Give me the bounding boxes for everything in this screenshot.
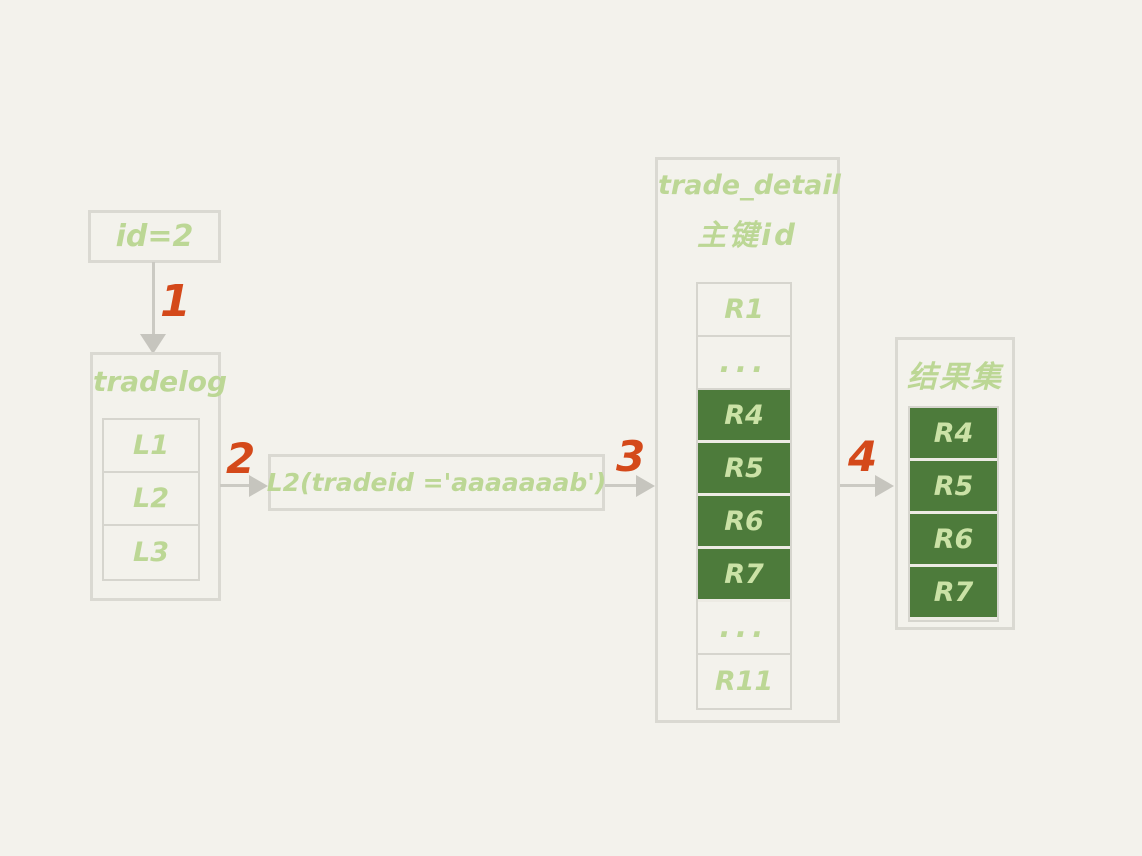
trade-detail-row: R11: [714, 666, 774, 697]
trade-detail-row-ellipsis: ...: [698, 337, 790, 390]
trade-detail-subtitle: 主键id: [697, 218, 798, 252]
step-3-label: 3: [616, 432, 646, 481]
trade-detail-list: R1 ... R4 R5 R6 R7 ... R11: [696, 282, 792, 710]
result-set-title: 结果集: [907, 360, 1003, 395]
step-1-label: 1: [160, 276, 191, 327]
trade-detail-row-highlighted: R7: [698, 549, 790, 602]
arrow-4-head-icon: [875, 475, 894, 497]
tradelog-row: L3: [133, 537, 169, 568]
tradelog-title: tradelog: [93, 365, 227, 398]
result-set-list: R4 R5 R6 R7: [908, 406, 999, 622]
trade-detail-row-ellipsis: ...: [698, 602, 790, 655]
trade-detail-row: R1: [698, 284, 790, 337]
trade-detail-row-highlighted: R5: [698, 443, 790, 496]
step-4-label: 4: [848, 432, 878, 481]
trade-detail-box: trade_detail 主键id: [655, 157, 841, 723]
arrow-2-head-icon: [249, 475, 268, 497]
sql-condition-box: L2(tradeid ='aaaaaaab'): [266, 454, 607, 511]
id-value-box: id=2: [88, 210, 221, 263]
trade-detail-row-highlighted: R4: [698, 390, 790, 443]
arrow-3-head-icon: [636, 475, 655, 497]
trade-detail-row-highlighted: R6: [698, 496, 790, 549]
result-set-row: R4: [910, 408, 997, 461]
arrow-3-line: [605, 484, 639, 487]
result-set-row: R7: [910, 567, 997, 620]
tradelog-list: L1 L2 L3: [102, 418, 200, 581]
trade-detail-title: trade_detail: [658, 170, 841, 201]
tradelog-row: L1: [104, 420, 198, 473]
arrow-4-line: [840, 484, 878, 487]
result-set-row: R6: [910, 514, 997, 567]
arrow-1-head-icon: [140, 334, 166, 354]
arrow-1-line: [152, 262, 155, 336]
id-value-label: id=2: [115, 219, 194, 254]
step-2-label: 2: [226, 434, 256, 483]
tradelog-box: tradelog: [90, 352, 227, 601]
sql-condition-label: L2(tradeid ='aaaaaaab'): [266, 468, 607, 497]
arrow-2-line: [220, 484, 252, 487]
tradelog-row: L2: [104, 473, 198, 526]
result-set-box: 结果集: [895, 337, 1015, 630]
result-set-row: R5: [910, 461, 997, 514]
